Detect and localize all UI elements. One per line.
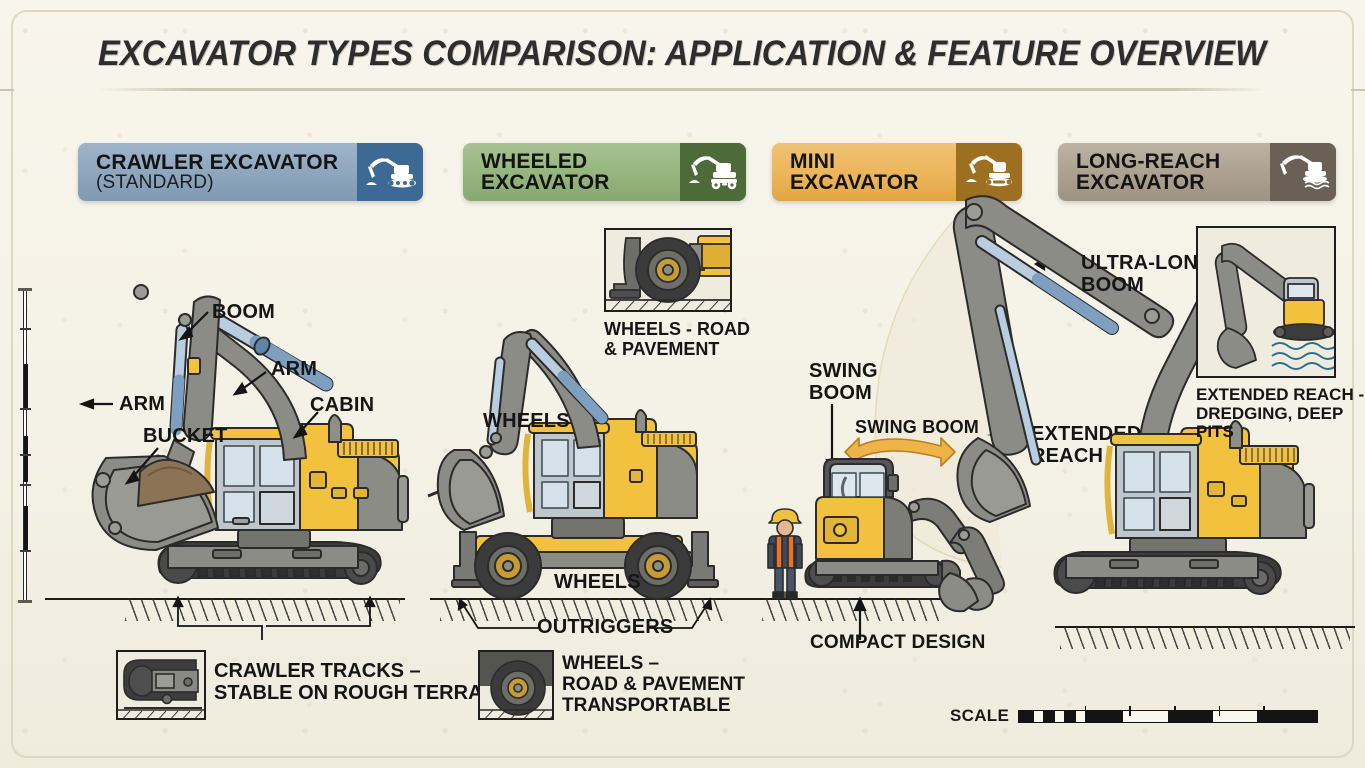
wheeled-excavator-icon	[680, 143, 746, 201]
ruler-segment	[24, 436, 28, 482]
ruler-tick	[20, 328, 31, 330]
scale-label: SCALE	[950, 706, 1010, 725]
label-wheels-bottom-panel2: WHEELS	[554, 571, 641, 593]
label-extended-reach-panel3: EXTENDED REACH	[1031, 423, 1142, 467]
ruler-segment	[24, 506, 28, 552]
long-reach-dredging-caption: EXTENDED REACH - DREDGING, DEEP PITS	[1196, 385, 1365, 442]
page-frame	[11, 10, 1354, 758]
label-arm-left-panel1: ARM	[119, 393, 166, 415]
label-swing-boom-arc-panel3: SWING BOOM	[855, 417, 979, 437]
wheel-closeup-caption: WHEELS - ROAD & PAVEMENT	[604, 319, 750, 359]
badge-wheeled-text: WHEELED EXCAVATOR	[463, 143, 680, 201]
badge-longreach-text: LONG-REACH EXCAVATOR	[1058, 143, 1270, 201]
mini-excavator-icon	[956, 143, 1022, 201]
crawler-excavator-icon	[357, 143, 423, 201]
label-bucket-panel1: BUCKET	[143, 425, 228, 447]
label-boom-panel1: BOOM	[212, 301, 276, 323]
ruler-tick	[20, 454, 31, 456]
vertical-scale-ruler	[18, 288, 32, 603]
wheel-inset-caption: WHEELS – ROAD & PAVEMENT TRANSPORTABLE	[562, 653, 745, 716]
badge-long-reach-excavator[interactable]: LONG-REACH EXCAVATOR	[1058, 143, 1336, 201]
ground-hatch-panel1	[125, 599, 400, 621]
badge-crawler-line1: CRAWLER EXCAVATOR	[96, 150, 339, 174]
ruler-tick	[20, 408, 31, 410]
title-tick-right	[1351, 89, 1365, 91]
worker-figure	[762, 504, 808, 600]
label-arm-right-panel1: ARM	[271, 358, 318, 380]
page-title-wrap: EXCAVATOR TYPES COMPARISON: APPLICATION …	[0, 34, 1365, 74]
long-reach-excavator-icon	[1270, 143, 1336, 201]
mini-excavator-illustration	[800, 455, 1060, 613]
badge-wheeled-line2: EXCAVATOR	[481, 171, 610, 194]
ground-hatch-panel3	[762, 599, 942, 621]
badge-longreach-line2: EXCAVATOR	[1076, 171, 1205, 194]
wheeled-excavator-illustration	[427, 300, 760, 605]
scale-bar-group: SCALE	[950, 705, 1319, 726]
label-outriggers-panel2: OUTRIGGERS	[537, 616, 674, 638]
ruler-cap-bottom	[18, 600, 32, 603]
ruler-tick	[20, 550, 31, 552]
ruler-segment	[24, 364, 28, 410]
title-divider	[96, 88, 1269, 91]
wheel-closeup-inset	[604, 228, 732, 312]
badge-wheeled-line1: WHEELED	[481, 149, 588, 173]
badge-crawler-excavator[interactable]: CRAWLER EXCAVATOR (STANDARD)	[78, 143, 423, 201]
scale-bar	[1018, 705, 1319, 723]
long-reach-dredging-inset	[1196, 226, 1336, 378]
badge-wheeled-excavator[interactable]: WHEELED EXCAVATOR	[463, 143, 746, 201]
label-swing-boom-left-panel3: SWING BOOM	[809, 360, 878, 404]
badge-crawler-line2: (STANDARD)	[96, 172, 214, 194]
title-tick-left	[0, 89, 14, 91]
badge-mini-excavator[interactable]: MINI EXCAVATOR	[772, 143, 1022, 201]
crawler-track-inset	[116, 650, 206, 720]
crawler-excavator-illustration	[48, 262, 418, 602]
ruler-tick	[20, 484, 31, 486]
label-compact-design-panel3: COMPACT DESIGN	[810, 632, 986, 653]
page-title: EXCAVATOR TYPES COMPARISON: APPLICATION …	[98, 34, 1267, 73]
label-wheels-top-panel2: WHEELS	[483, 410, 570, 432]
badge-longreach-line1: LONG-REACH	[1076, 149, 1221, 173]
badge-mini-text: MINI EXCAVATOR	[772, 143, 956, 201]
swing-boom-arrow	[844, 437, 956, 467]
ruler-cap-top	[18, 288, 32, 291]
badge-mini-line2: EXCAVATOR	[790, 171, 919, 194]
label-cabin-panel1: CABIN	[310, 394, 375, 416]
badge-mini-line1: MINI	[790, 149, 836, 173]
wheel-inset	[478, 650, 554, 720]
label-ultra-long-boom-panel4: ULTRA-LONG BOOM	[1081, 252, 1214, 296]
badge-crawler-text: CRAWLER EXCAVATOR (STANDARD)	[78, 143, 357, 201]
crawler-track-caption: CRAWLER TRACKS – STABLE ON ROUGH TERRAIN	[214, 660, 503, 704]
ground-hatch-panel4	[1060, 627, 1350, 649]
